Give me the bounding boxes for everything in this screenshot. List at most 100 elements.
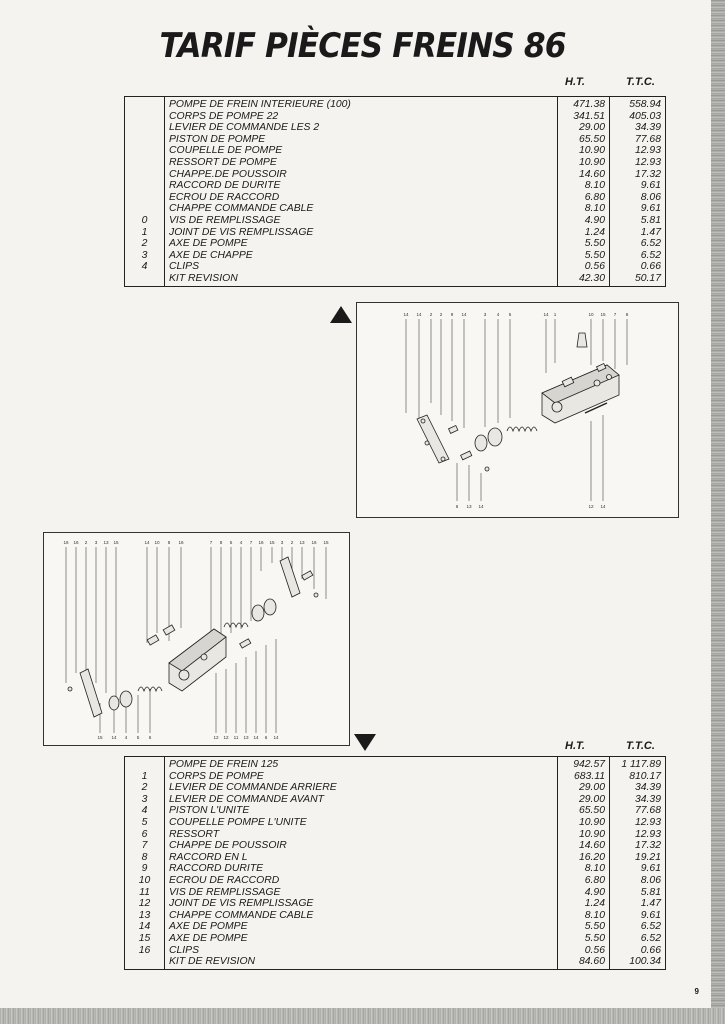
callout-label: 4 bbox=[240, 540, 243, 545]
callout-label: 6 bbox=[456, 504, 459, 509]
header-ht-1: H.T. bbox=[565, 76, 585, 88]
price-ttc: 1.47 bbox=[609, 226, 666, 239]
callout-label: 14 bbox=[144, 540, 150, 545]
callout-label: 15 bbox=[97, 735, 103, 740]
part-name: LEVIER DE COMMANDE LES 2 bbox=[169, 122, 320, 134]
callout-label: 7 bbox=[614, 312, 617, 317]
price-ht: 6.80 bbox=[557, 874, 610, 887]
price-ht: 4.90 bbox=[557, 214, 610, 227]
part-name: VIS DE REMPLISSAGE bbox=[169, 214, 281, 226]
callout-label: 5 bbox=[137, 735, 140, 740]
price-ht: 341.51 bbox=[557, 110, 610, 123]
part-number: 15 bbox=[124, 932, 165, 945]
price-ttc: 558.94 bbox=[609, 96, 666, 111]
part-number: 10 bbox=[124, 874, 165, 887]
price-ttc: 34.39 bbox=[609, 122, 666, 134]
part-number bbox=[124, 956, 165, 970]
callout-label: 12 bbox=[213, 735, 219, 740]
callout-label: 14 bbox=[478, 504, 484, 509]
part-number bbox=[124, 180, 165, 192]
price-ht: 8.10 bbox=[557, 203, 610, 215]
price-ht: 42.30 bbox=[557, 272, 610, 286]
part-number bbox=[124, 168, 165, 181]
part-number: 14 bbox=[124, 921, 165, 933]
price-ht: 5.50 bbox=[557, 932, 610, 945]
part-name: CLIPS bbox=[169, 261, 200, 273]
price-ttc: 9.61 bbox=[609, 909, 666, 922]
part-number: 5 bbox=[124, 816, 165, 829]
part-number: 2 bbox=[124, 238, 165, 250]
callout-label: 11 bbox=[234, 735, 239, 740]
price-ht: 471.38 bbox=[557, 96, 610, 111]
price-ttc: 9.61 bbox=[609, 203, 666, 215]
part-name: CHAPPE COMMANDE CABLE bbox=[169, 203, 314, 215]
callout-label: 2 bbox=[291, 540, 294, 545]
part-number: 4 bbox=[124, 805, 165, 817]
part-number: 4 bbox=[124, 261, 165, 273]
part-name: CORPS DE POMPE bbox=[169, 770, 264, 782]
part-name: AXE DE POMPE bbox=[169, 932, 248, 944]
price-ht: 6.80 bbox=[557, 191, 610, 204]
page-edge-bottom bbox=[0, 1008, 725, 1024]
price-ttc: 34.39 bbox=[609, 782, 666, 794]
price-ht: 16.20 bbox=[557, 851, 610, 864]
callout-label: 12 bbox=[223, 735, 229, 740]
price-ht: 10.90 bbox=[557, 828, 610, 841]
callout-label: 5 bbox=[230, 540, 233, 545]
part-name: CHAPPE COMMANDE CABLE bbox=[169, 909, 314, 921]
part-number: 3 bbox=[124, 793, 165, 806]
callout-label: 3 bbox=[484, 312, 487, 317]
price-ht: 8.10 bbox=[557, 180, 610, 192]
price-ht: 0.56 bbox=[557, 261, 610, 273]
price-ht: 683.11 bbox=[557, 770, 610, 783]
price-ttc: 9.61 bbox=[609, 180, 666, 192]
price-ht: 8.10 bbox=[557, 863, 610, 875]
part-name: RACCORD DURITE bbox=[169, 863, 264, 875]
price-ttc: 8.06 bbox=[609, 874, 666, 887]
price-ttc: 77.68 bbox=[609, 133, 666, 146]
callout-label: 7 bbox=[250, 540, 253, 545]
price-ttc: 100.34 bbox=[609, 956, 666, 970]
callout-label: 8 bbox=[168, 540, 171, 545]
part-number: 6 bbox=[124, 828, 165, 841]
part-name: COUPELLE DE POMPE bbox=[169, 145, 283, 157]
callout-label: 2 bbox=[440, 312, 443, 317]
callout-label: 10 bbox=[588, 312, 594, 317]
callout-label: 15 bbox=[600, 312, 606, 317]
callout-label: 16 bbox=[73, 540, 79, 545]
price-ht: 29.00 bbox=[557, 793, 610, 806]
callout-label: 13 bbox=[299, 540, 305, 545]
price-ttc: 1 117.89 bbox=[609, 756, 666, 771]
callout-label: 16 bbox=[178, 540, 184, 545]
price-ttc: 0.66 bbox=[609, 261, 666, 273]
price-ht: 5.50 bbox=[557, 921, 610, 933]
part-number bbox=[124, 191, 165, 204]
callout-label: 15 bbox=[323, 540, 329, 545]
price-ttc: 19.21 bbox=[609, 851, 666, 864]
part-name: VIS DE REMPLISSAGE bbox=[169, 886, 281, 898]
price-ttc: 12.93 bbox=[609, 816, 666, 829]
part-name: CHAPPE DE POUSSOIR bbox=[169, 840, 287, 852]
price-ttc: 6.52 bbox=[609, 249, 666, 262]
price-ht: 4.90 bbox=[557, 886, 610, 899]
callout-label: 1 bbox=[554, 312, 557, 317]
part-name: CORPS DE POMPE 22 bbox=[169, 110, 279, 122]
price-ttc: 34.39 bbox=[609, 793, 666, 806]
arrow-up-icon bbox=[330, 306, 352, 323]
price-ht: 14.60 bbox=[557, 840, 610, 852]
part-name: JOINT DE VIS REMPLISSAGE bbox=[169, 226, 314, 238]
price-ht: 29.00 bbox=[557, 122, 610, 134]
callout-label: 2 bbox=[430, 312, 433, 317]
